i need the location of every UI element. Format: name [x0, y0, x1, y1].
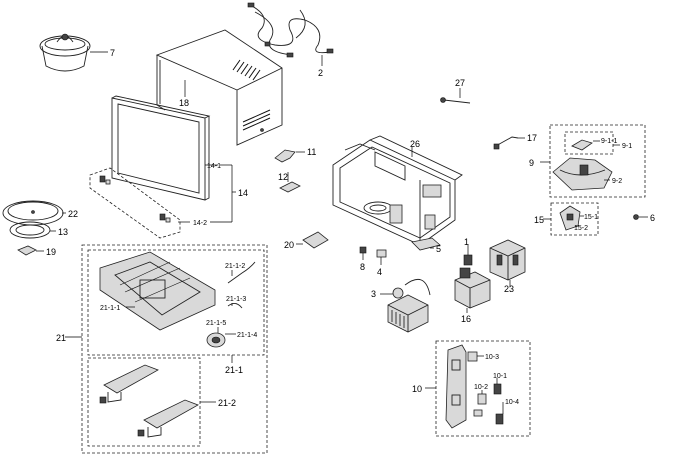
callout-21-1-3: 21-1-3 [226, 296, 246, 303]
callout-15-1: 15-1 [584, 214, 598, 221]
part-18-cabinet [155, 29, 283, 146]
part-1-magnetron [463, 245, 473, 266]
part-17-lamp [493, 136, 525, 150]
callout-14: 14 [238, 188, 248, 198]
callout-5: 5 [436, 244, 441, 254]
part-2-wire-harness [247, 2, 334, 66]
callout-21-2: 21-2 [218, 398, 236, 408]
part-8-fastener [359, 246, 367, 260]
callout-15: 15 [534, 215, 544, 225]
callout-9: 9 [529, 158, 534, 168]
part-7-dish [39, 33, 108, 72]
callout-7: 7 [110, 48, 115, 58]
part-15-group [543, 202, 599, 236]
callout-10-2: 10-2 [474, 384, 488, 391]
callout-27: 27 [455, 78, 465, 88]
callout-20: 20 [284, 240, 294, 250]
callout-21-1-5: 21-1-5 [206, 320, 226, 327]
callout-18: 18 [179, 98, 189, 108]
callout-21-1-1: 21-1-1 [100, 305, 120, 312]
part-20-plate [296, 231, 329, 249]
callout-11: 11 [307, 147, 316, 157]
part-3-motor [380, 287, 404, 299]
callout-21-1-2: 21-1-2 [225, 263, 245, 270]
part-transformer [387, 278, 431, 333]
callout-6: 6 [650, 213, 655, 223]
part-26-cavity [332, 135, 463, 246]
callout-10-3: 10-3 [485, 354, 499, 361]
callout-26: 26 [410, 139, 420, 149]
callout-15-2: 15-2 [574, 225, 588, 232]
callout-14-1: 14-1 [207, 163, 221, 170]
part-4-switch [376, 249, 387, 265]
callout-4: 4 [377, 267, 382, 277]
callout-23: 23 [504, 284, 514, 294]
callout-22: 22 [68, 209, 78, 219]
part-12-bracket [279, 172, 301, 193]
part-5-base-bracket [411, 237, 441, 251]
part-22-turntable-tray [2, 200, 66, 226]
callout-10-4: 10-4 [505, 399, 519, 406]
callout-10: 10 [412, 384, 422, 394]
part-19-coupler [17, 245, 44, 256]
callout-17: 17 [527, 133, 537, 143]
callout-1: 1 [464, 237, 469, 247]
callout-12: 12 [278, 172, 288, 182]
part-6-screw [633, 214, 648, 220]
part-11-bracket [274, 149, 305, 163]
callout-3: 3 [371, 289, 376, 299]
callout-8: 8 [360, 262, 365, 272]
callout-21-1: 21-1 [225, 365, 243, 375]
callout-9-2: 9-2 [612, 178, 622, 185]
part-23-hv-transformer [489, 239, 526, 287]
callout-19: 19 [46, 247, 56, 257]
callout-10-1: 10-1 [493, 373, 507, 380]
callout-2: 2 [318, 68, 323, 78]
part-14-2-latches [89, 167, 181, 239]
callout-9-1-1: 9-1-1 [601, 138, 617, 145]
part-16-fan-motor [454, 267, 491, 313]
callout-13: 13 [58, 227, 68, 237]
part-9-group [540, 124, 646, 198]
callout-9-1: 9-1 [622, 143, 632, 150]
part-10-group [425, 340, 531, 437]
callout-16: 16 [461, 314, 471, 324]
callout-21: 21 [56, 333, 66, 343]
callout-21-1-4: 21-1-4 [237, 332, 257, 339]
callout-14-2: 14-2 [193, 220, 207, 227]
part-14-door [111, 95, 236, 223]
part-13-roller-ring [9, 221, 56, 239]
part-27-rod [440, 88, 471, 104]
part-21-group [65, 244, 268, 454]
